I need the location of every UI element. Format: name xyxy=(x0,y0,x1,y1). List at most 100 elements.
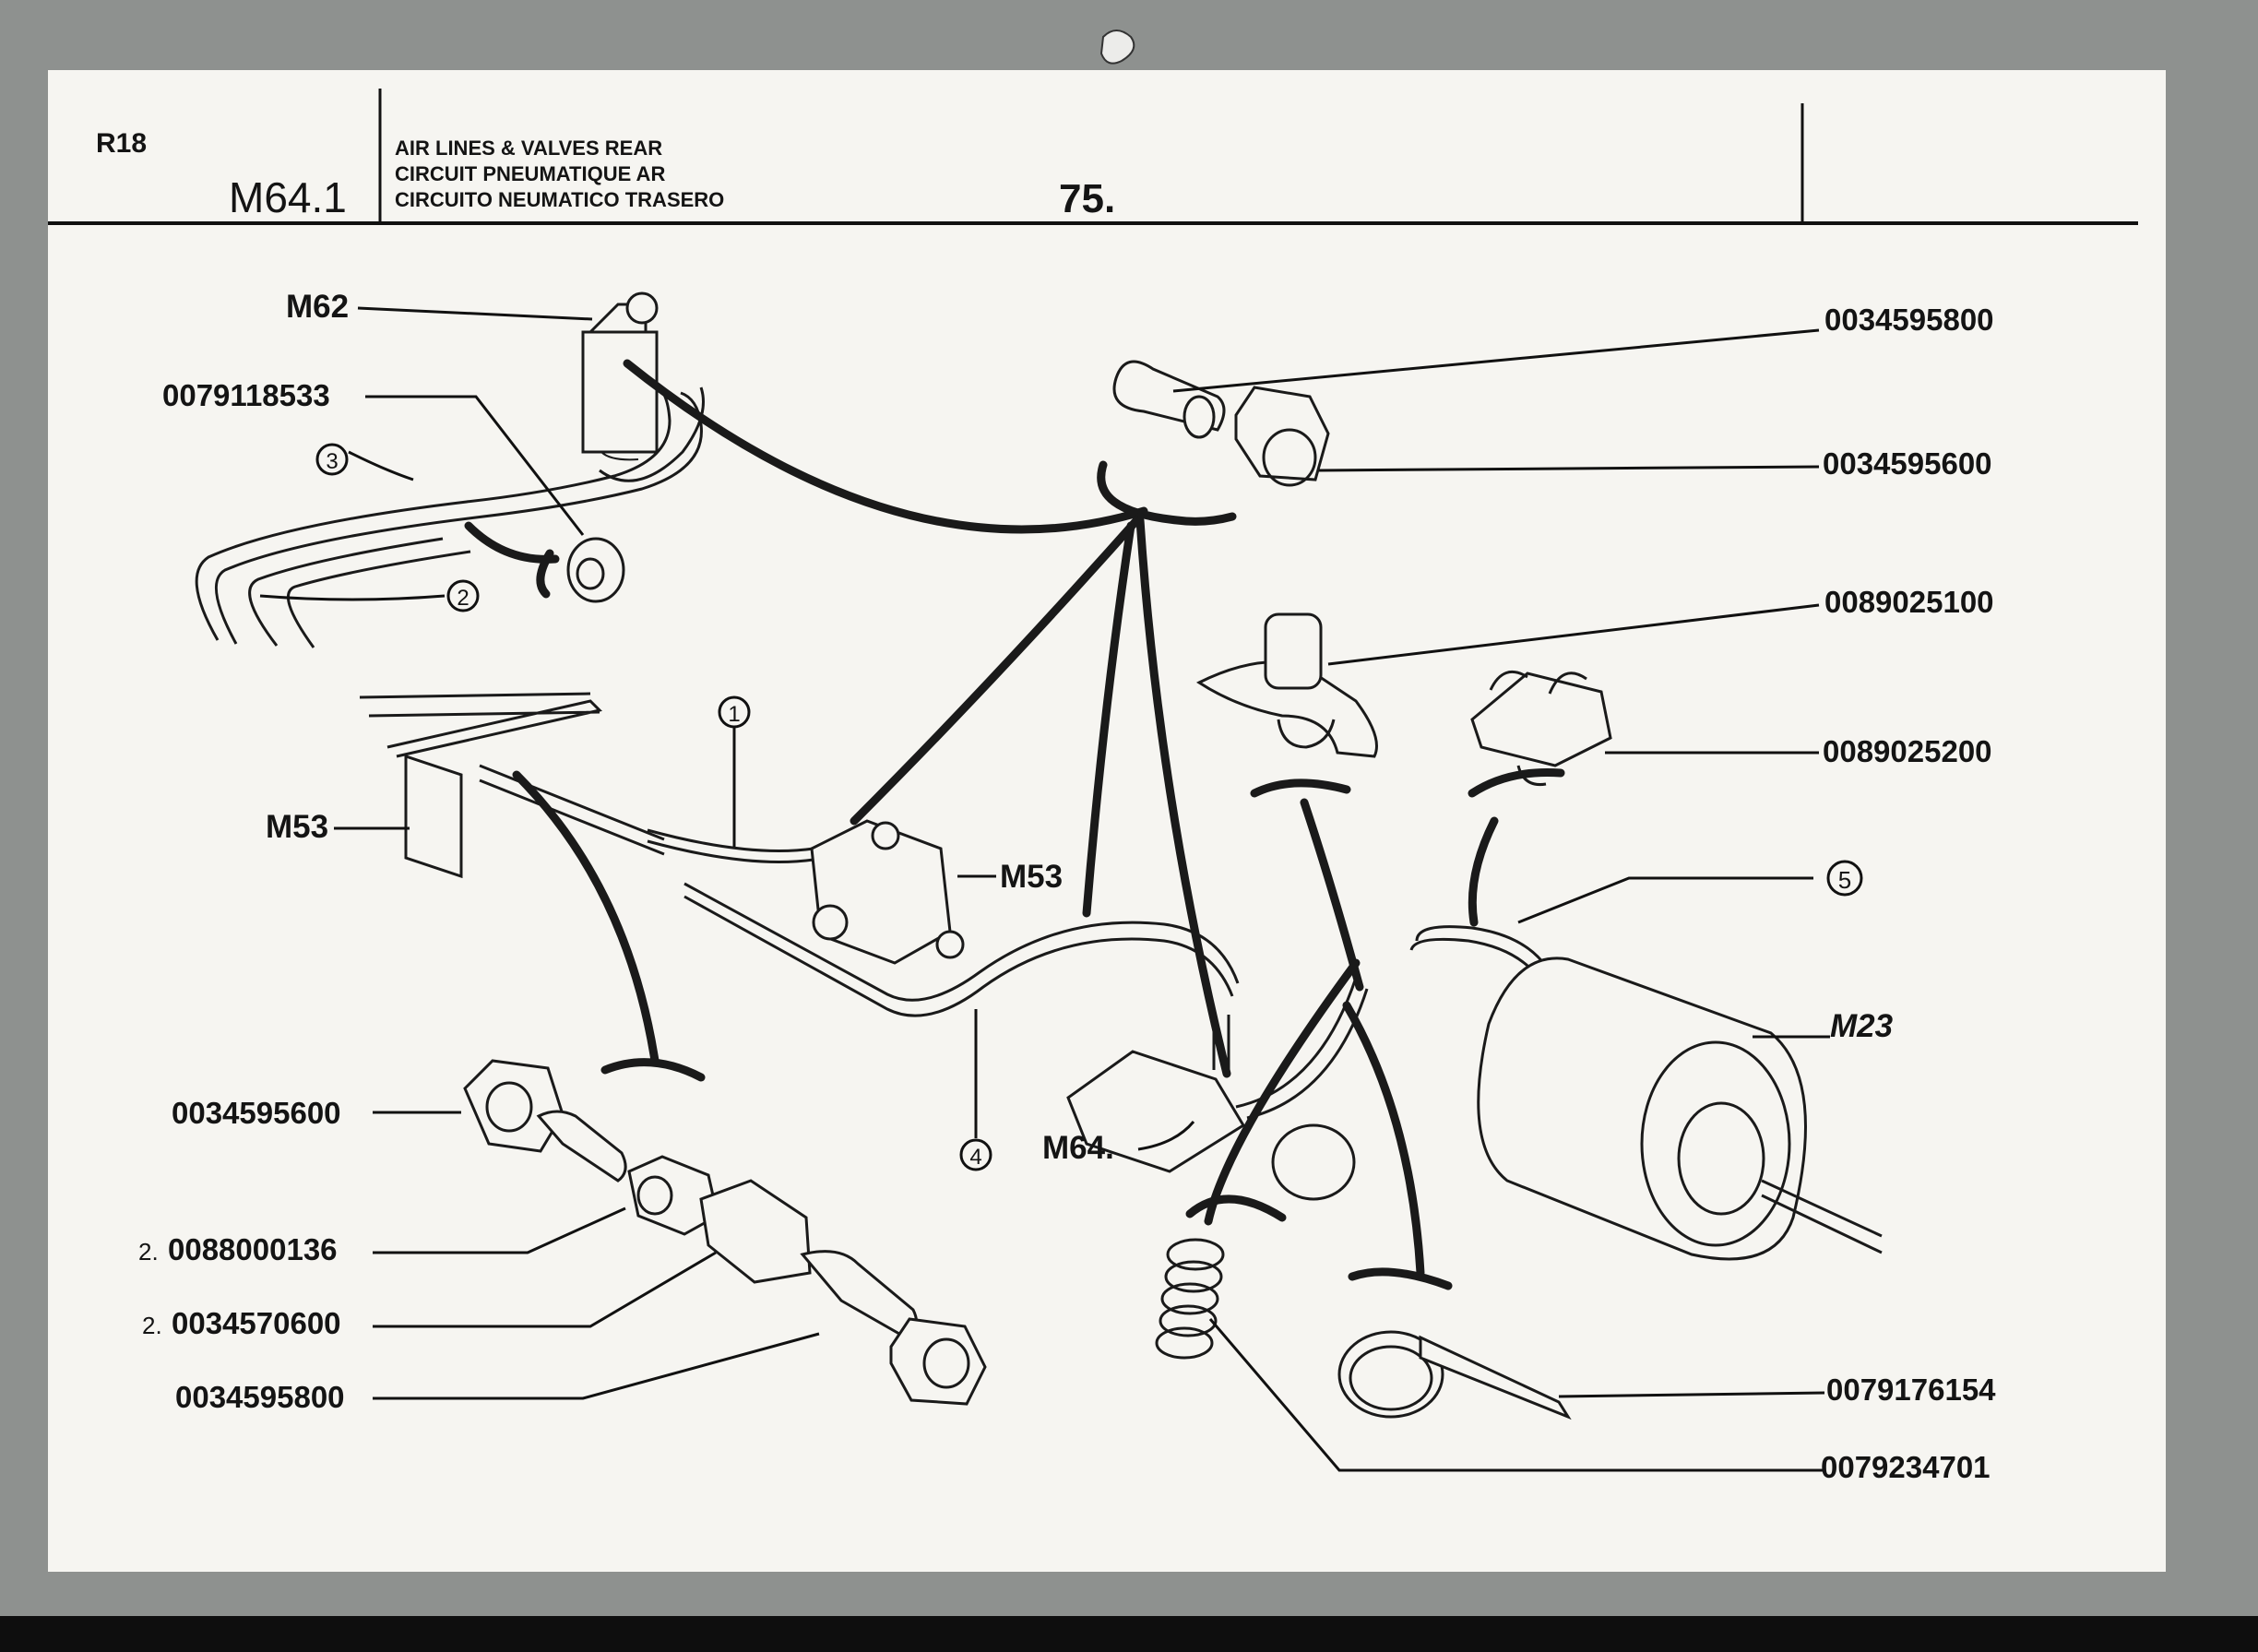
spring-coil-1 xyxy=(1166,1238,1225,1271)
part-0034595800-left: 0034595800 xyxy=(175,1380,345,1414)
bracket-clip-2-arm xyxy=(1468,816,1499,927)
spring-coil-4 xyxy=(1159,1304,1218,1337)
page-number: 75. xyxy=(1059,176,1115,221)
bracket-top-arm-m62 xyxy=(623,359,1148,534)
nut-lower-hole xyxy=(485,1081,533,1133)
spring-coil-2 xyxy=(1164,1260,1223,1293)
m62-outlet-hose xyxy=(599,386,705,482)
bracket-m53-down xyxy=(512,770,660,1065)
m53-port-right xyxy=(935,930,965,959)
cable-tie-drawing xyxy=(1337,1330,1572,1420)
nut-0034595600-icon xyxy=(1234,386,1330,481)
part-0079176154: 0079176154 xyxy=(1826,1373,1996,1407)
m23-boot xyxy=(1677,1101,1765,1216)
grommet-drawing xyxy=(464,521,625,603)
label-m64: M64. xyxy=(1042,1130,1114,1166)
union-0034570600-icon xyxy=(699,1179,812,1284)
hose-1-a xyxy=(647,828,814,852)
m53-port-left xyxy=(812,904,849,941)
label-m23: M23 xyxy=(1830,1008,1894,1044)
reference-labels: M62 M53 M53 M64. M23 xyxy=(266,289,1894,1166)
union-fitting-top xyxy=(1112,360,1330,487)
m62-valve-body xyxy=(581,330,659,454)
part-0088000136: 0088000136 xyxy=(168,1232,338,1266)
nut-end-hole xyxy=(922,1337,970,1389)
m53-hose-stub xyxy=(479,764,665,856)
title-en: AIR LINES & VALVES REAR xyxy=(395,137,662,160)
qty-0088000136: 2. xyxy=(138,1238,159,1266)
m53-bracket-plate xyxy=(404,754,463,879)
clip-1-body xyxy=(1264,612,1323,690)
m64-stem xyxy=(1212,1015,1230,1070)
part-0034570600: 0034570600 xyxy=(172,1306,341,1340)
bracket-spring-foot xyxy=(1185,1194,1287,1222)
leader-callout-5 xyxy=(1517,876,1813,924)
callout-4: 4 xyxy=(969,1145,981,1170)
m64-link-a xyxy=(1235,977,1358,1109)
hose-1-b xyxy=(647,839,814,863)
hose-3-inner xyxy=(214,391,703,645)
clip-2-body xyxy=(1470,671,1612,767)
m53-valve-drawing xyxy=(810,819,965,965)
nut-0088000136-hole xyxy=(636,1175,673,1216)
leader-0079234701 xyxy=(1208,1318,1823,1472)
part-numbers-right: 0034595800 0034595600 0089025100 0089025… xyxy=(1821,303,1996,1484)
label-m53-left: M53 xyxy=(266,809,328,845)
leader-lines xyxy=(259,306,1830,1472)
leader-0088000136 xyxy=(373,1206,626,1254)
clip-1-foot xyxy=(1277,719,1336,749)
clip-0089025100-drawing xyxy=(1195,612,1378,758)
m64-valve-body xyxy=(1066,1050,1246,1173)
bracket-tie-arm xyxy=(1342,1001,1425,1278)
cable-tie-loop xyxy=(1337,1330,1444,1419)
m64-link-b xyxy=(1246,988,1369,1120)
header: R18 M64.1 AIR LINES & VALVES REAR CIRCUI… xyxy=(48,89,2138,225)
hose-3-outer xyxy=(195,382,671,641)
hose-set-2-3 xyxy=(195,382,705,648)
bracket-m53-foot xyxy=(600,1058,706,1082)
m64-link-hose xyxy=(1235,977,1369,1120)
nipple-end xyxy=(1182,395,1216,439)
bracket-top-arm-hose xyxy=(1082,521,1135,918)
leader-0079176154 xyxy=(1558,1391,1825,1398)
callout-2-circle xyxy=(446,579,480,612)
callout-5: 5 xyxy=(1838,866,1851,894)
qty-0034570600: 2. xyxy=(142,1312,162,1339)
label-m53-valve: M53 xyxy=(1000,859,1063,895)
callout-3: 3 xyxy=(326,449,338,474)
support-brackets xyxy=(512,359,1565,1290)
hose-4-a xyxy=(683,882,1240,1002)
m62-base xyxy=(600,451,639,461)
grommet-hole xyxy=(576,557,605,590)
clip-tab xyxy=(1099,30,1135,65)
bracket-top-arm-m53 xyxy=(850,512,1145,826)
part-0089025200: 0089025200 xyxy=(1823,734,1992,768)
bracket-clip-2 xyxy=(1468,768,1565,798)
bracket-top-arm-m64 xyxy=(1135,516,1231,1078)
title-es: CIRCUITO NEUMATICO TRASERO xyxy=(395,188,724,211)
callout-4-circle xyxy=(959,1138,992,1171)
section-code: M64.1 xyxy=(229,173,347,221)
part-0079234701: 0079234701 xyxy=(1821,1450,1991,1484)
callout-1: 1 xyxy=(728,702,740,727)
fitting-assembly-lower xyxy=(463,1059,987,1406)
callouts: 1 2 3 4 5 xyxy=(315,443,1863,1171)
leader-callout-3 xyxy=(348,450,414,481)
nipple-upper xyxy=(536,1110,627,1183)
bracket-tie-foot xyxy=(1348,1267,1453,1290)
leader-0034595600-right xyxy=(1318,465,1820,472)
part-0034595600-right: 0034595600 xyxy=(1823,446,1992,481)
m53-port-top xyxy=(871,821,900,850)
nut-hole xyxy=(1262,428,1317,487)
clip-0089025200-drawing xyxy=(1470,670,1612,787)
nut-end-lower xyxy=(889,1317,987,1406)
bottom-border xyxy=(0,1616,2258,1652)
m53-bracket-rails xyxy=(359,692,602,758)
m23-cylinder-drawing xyxy=(1409,925,1883,1261)
callout-5-circle xyxy=(1826,860,1863,897)
cable-tie-loop-inner xyxy=(1349,1345,1433,1411)
leader-0034595800-right xyxy=(1172,328,1820,393)
model-code: R18 xyxy=(96,128,147,159)
part-0079118533: 0079118533 xyxy=(162,378,330,412)
bracket-clip-1 xyxy=(1250,778,1351,798)
